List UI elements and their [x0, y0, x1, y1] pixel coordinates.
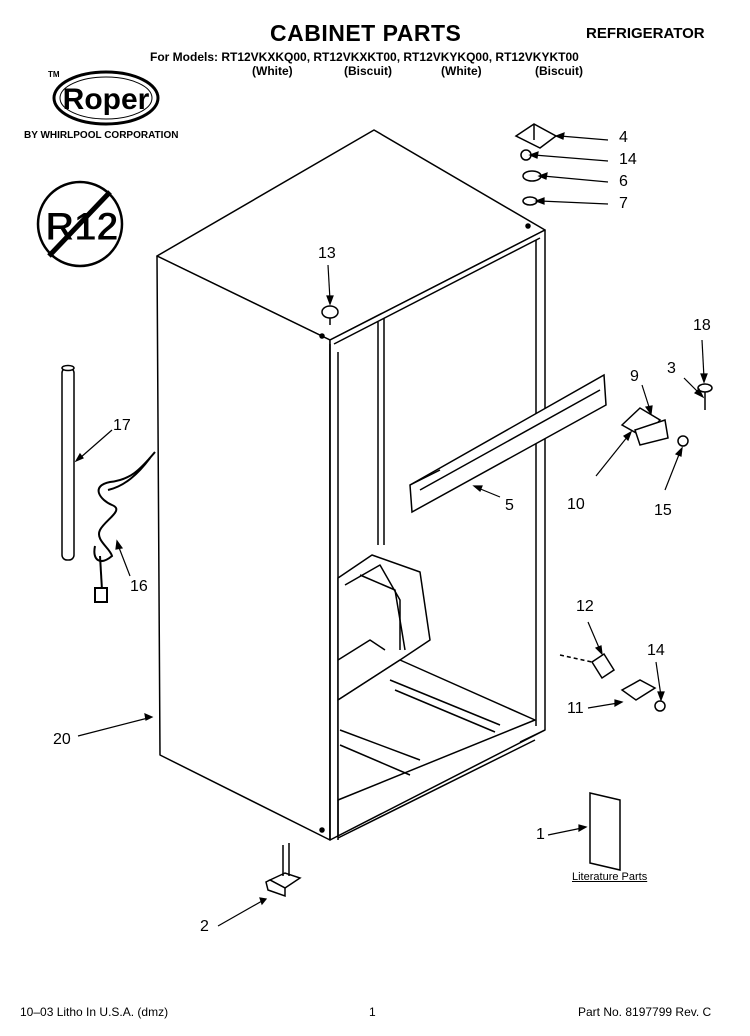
hinge-cover-part-4	[514, 123, 558, 149]
callout-9: 9	[630, 368, 639, 385]
leveling-leg-part-2	[265, 843, 302, 898]
callout-12: 12	[576, 598, 594, 615]
callout-16: 16	[130, 578, 148, 595]
roper-logo: Roper TM	[48, 70, 160, 126]
drain-tube-part-17	[61, 364, 75, 561]
hinge-bracket-parts	[620, 407, 689, 447]
callout-5: 5	[505, 497, 514, 514]
model-color-4: (Biscuit)	[535, 64, 583, 78]
trademark-mark: TM	[48, 70, 60, 79]
model-color-2: (Biscuit)	[344, 64, 392, 78]
callout-15: 15	[654, 502, 672, 519]
brand-byline: BY WHIRLPOOL CORPORATION	[24, 130, 179, 141]
models-line: For Models: RT12VKXKQ00, RT12VKXKT00, RT…	[150, 50, 579, 64]
callout-3: 3	[667, 360, 676, 377]
callout-1: 1	[536, 826, 545, 843]
screw-part-3	[697, 383, 713, 410]
model-color-1: (White)	[252, 64, 293, 78]
callout-7: 7	[619, 195, 628, 212]
model-color-3: (White)	[441, 64, 482, 78]
product-type: REFRIGERATOR	[586, 25, 705, 42]
callout-14-top: 14	[619, 151, 637, 168]
rail-part-5	[409, 373, 607, 514]
power-cord-part-16	[93, 451, 156, 603]
callout-2: 2	[200, 918, 209, 935]
footer-page-number: 1	[369, 1005, 376, 1019]
callout-14-bottom: 14	[647, 642, 665, 659]
page-title: CABINET PARTS	[270, 20, 462, 46]
cabinet-body	[156, 129, 546, 841]
callout-18: 18	[693, 317, 711, 334]
badge-text: R12	[45, 205, 118, 249]
callout-6: 6	[619, 173, 628, 190]
plug-part-13	[321, 305, 339, 325]
bottom-hinge-parts	[559, 652, 666, 712]
no-r12-badge: R12	[36, 180, 124, 268]
top-hinge-parts	[520, 149, 542, 206]
callout-20: 20	[53, 731, 71, 748]
callout-13: 13	[318, 245, 336, 262]
callout-4: 4	[619, 129, 628, 146]
callout-10: 10	[567, 496, 585, 513]
callout-11: 11	[567, 700, 584, 717]
leader-lines	[74, 132, 708, 927]
callout-17: 17	[113, 417, 131, 434]
footer-part-number: Part No. 8197799 Rev. C	[578, 1005, 712, 1019]
literature-part-1	[589, 792, 621, 871]
literature-parts-caption: Literature Parts	[572, 871, 648, 883]
footer-litho: 10–03 Litho In U.S.A. (dmz)	[20, 1005, 169, 1019]
logo-text: Roper	[63, 83, 150, 116]
